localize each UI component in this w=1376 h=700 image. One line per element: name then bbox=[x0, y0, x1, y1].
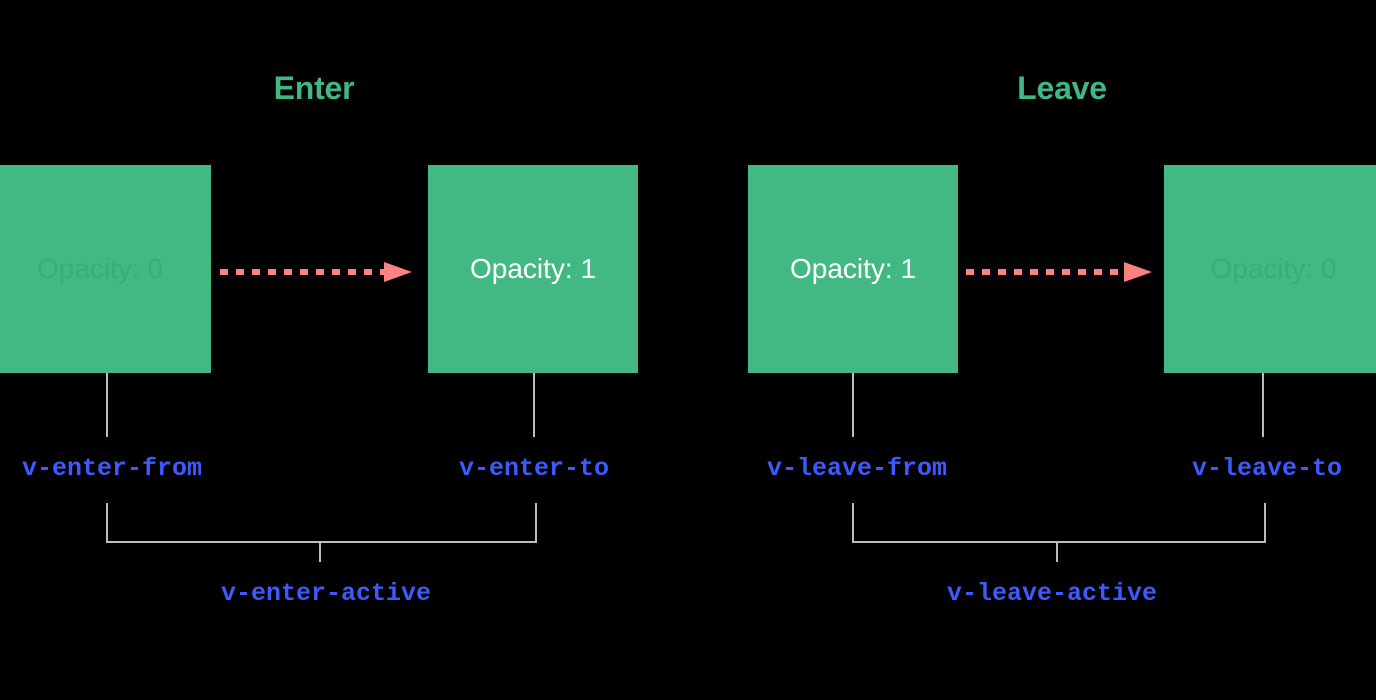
state-box-enter-from-label: Opacity: 0 bbox=[36, 253, 164, 284]
connector-stem-leave-to bbox=[1262, 373, 1264, 437]
active-range-stem-enter bbox=[319, 541, 321, 562]
connector-stem-enter-from bbox=[106, 373, 108, 437]
connector-stem-leave-from bbox=[852, 373, 854, 437]
state-box-leave-to: Opacity: 0 bbox=[1164, 165, 1376, 373]
class-label-v-enter-active: v-enter-active bbox=[220, 579, 432, 608]
state-box-leave-to-label: Opacity: 0 bbox=[1210, 253, 1337, 284]
state-box-enter-to: Opacity: 1 bbox=[428, 165, 638, 373]
state-box-enter-to-label: Opacity: 1 bbox=[469, 253, 597, 284]
section-title-leave: Leave bbox=[1017, 70, 1107, 106]
class-label-v-enter-from: v-enter-from bbox=[21, 454, 203, 483]
transition-arrow-leave bbox=[966, 262, 1154, 282]
section-title-enter: Enter bbox=[273, 70, 355, 106]
state-box-leave-from: Opacity: 1 bbox=[748, 165, 958, 373]
active-range-bracket-enter bbox=[106, 503, 537, 543]
class-label-v-leave-from: v-leave-from bbox=[766, 454, 948, 483]
class-label-v-enter-to: v-enter-to bbox=[458, 454, 610, 483]
class-label-v-leave-active: v-leave-active bbox=[946, 579, 1158, 608]
active-range-bracket-leave bbox=[852, 503, 1266, 543]
state-box-enter-from: Opacity: 0 bbox=[0, 165, 211, 373]
class-label-v-leave-to: v-leave-to bbox=[1191, 454, 1343, 483]
state-box-leave-from-label: Opacity: 1 bbox=[789, 253, 917, 284]
active-range-stem-leave bbox=[1056, 541, 1058, 562]
transition-arrow-enter bbox=[220, 262, 414, 282]
connector-stem-enter-to bbox=[533, 373, 535, 437]
